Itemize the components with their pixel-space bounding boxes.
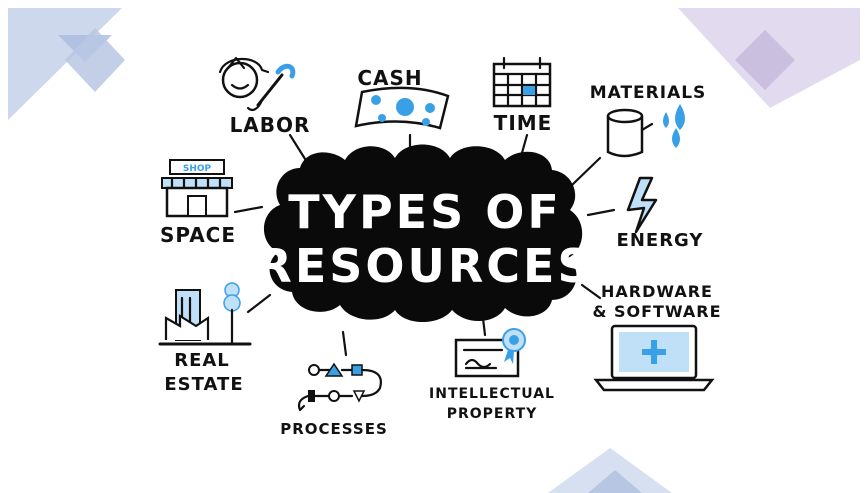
hardware-label-line1: HARDWARE: [601, 282, 713, 301]
banknote-icon: [354, 86, 450, 130]
laptop-icon: [593, 324, 715, 392]
materials-node: MATERIALS: [590, 83, 707, 158]
title-line2: RESOURCES: [256, 239, 593, 293]
title-cloud: TYPES OF RESOURCES: [256, 144, 593, 322]
decor-bottom: [548, 448, 672, 493]
decor-top-right: [678, 8, 860, 108]
shop-icon: SHOP: [161, 159, 233, 218]
shop-sign: SHOP: [183, 164, 212, 174]
real-estate-label-line1: REAL: [174, 350, 230, 371]
worker-icon: [218, 56, 296, 111]
decor-top-left: [8, 8, 125, 120]
ip-label-line1: INTELLECTUAL: [429, 386, 555, 402]
certificate-icon: [454, 328, 526, 378]
buildings-icon: [158, 282, 252, 346]
time-node: TIME: [492, 56, 553, 135]
space-node: SHOP SPACE: [160, 159, 236, 247]
log-and-droplets-icon: [606, 104, 685, 158]
energy-label: ENERGY: [617, 230, 704, 251]
title-line1: TYPES OF: [288, 185, 562, 239]
processes-label: PROCESSES: [280, 420, 388, 438]
labor-label: LABOR: [230, 113, 311, 137]
ip-label-line2: PROPERTY: [447, 406, 538, 422]
space-label: SPACE: [160, 223, 236, 247]
cash-node: CASH: [354, 66, 450, 130]
labor-node: LABOR: [218, 56, 311, 137]
hardware-label-line2: & SOFTWARE: [592, 302, 721, 321]
intellectual-property-node: INTELLECTUAL PROPERTY: [429, 328, 555, 422]
hardware-node: HARDWARE & SOFTWARE: [592, 282, 721, 392]
flowchart-icon: [297, 362, 382, 412]
real-estate-node: REAL ESTATE: [158, 282, 252, 395]
lightning-icon: [626, 176, 658, 234]
processes-node: PROCESSES: [280, 362, 388, 438]
real-estate-label-line2: ESTATE: [164, 374, 243, 395]
materials-label: MATERIALS: [590, 83, 707, 103]
calendar-icon: [492, 56, 552, 108]
cash-label: CASH: [357, 66, 422, 90]
energy-node: ENERGY: [617, 176, 704, 251]
time-label: TIME: [494, 111, 553, 135]
